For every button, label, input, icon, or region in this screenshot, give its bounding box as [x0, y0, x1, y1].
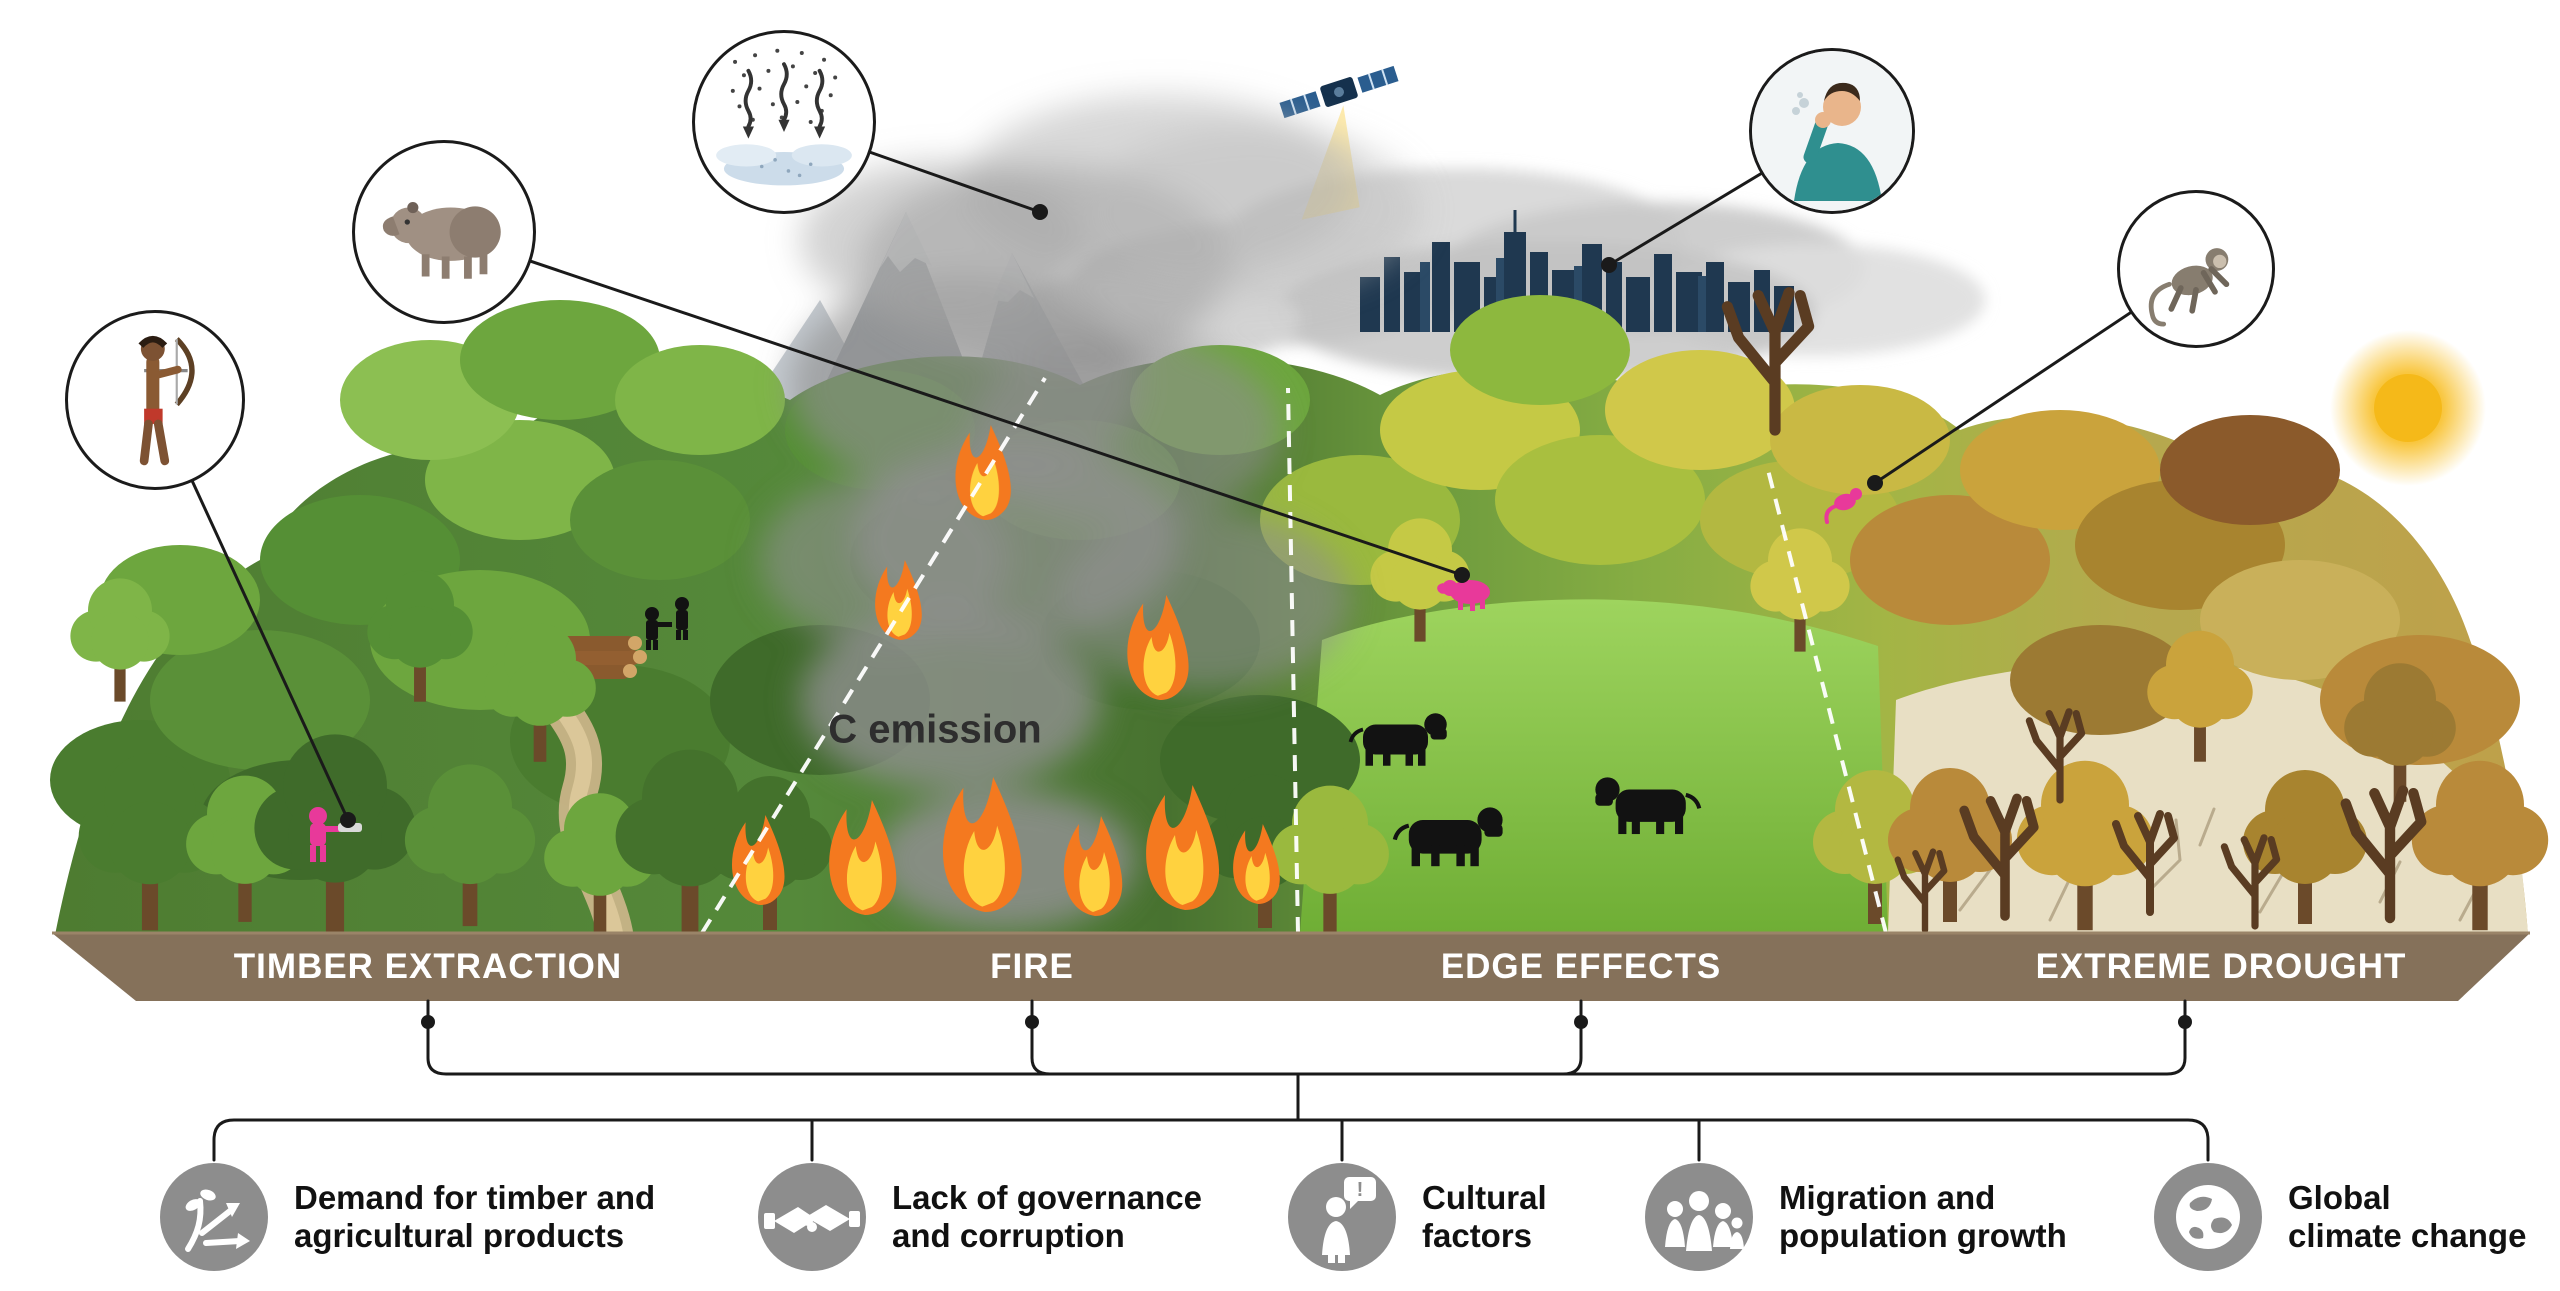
sun-icon — [2330, 330, 2486, 486]
driver-cultural-factors: ! Cultural factors — [1288, 1163, 1547, 1271]
timber-demand-icon — [160, 1163, 268, 1271]
coughing-person-icon — [1752, 51, 1912, 211]
section-label-edge-effects: EDGE EFFECTS — [1440, 947, 1722, 986]
driver-connectors — [212, 999, 2210, 1162]
tapir-icon — [382, 201, 501, 279]
callout-tapir — [352, 140, 536, 324]
callout-indigenous-hunter — [65, 310, 245, 490]
driver-label: Cultural factors — [1422, 1179, 1547, 1254]
governance-handshake-icon — [758, 1163, 866, 1271]
section-label-fire: FIRE — [990, 947, 1074, 986]
driver-governance: Lack of governance and corruption — [758, 1163, 1202, 1271]
driver-global-climate: Global climate change — [2154, 1163, 2526, 1271]
callout-human-health — [1749, 48, 1915, 214]
section-label-timber-extraction: TIMBER EXTRACTION — [233, 947, 623, 986]
rainfall-icon — [716, 48, 852, 186]
section-dividers — [700, 376, 1888, 935]
cultural-factors-icon: ! — [1288, 1163, 1396, 1271]
global-climate-icon — [2154, 1163, 2262, 1271]
driver-label: Demand for timber and agricultural produ… — [294, 1179, 656, 1254]
section-label-extreme-drought: EXTREME DROUGHT — [2035, 947, 2407, 986]
driver-label: Migration and population growth — [1779, 1179, 2067, 1254]
driver-timber-demand: Demand for timber and agricultural produ… — [160, 1163, 655, 1271]
tapir-marker — [1437, 580, 1490, 611]
callout-monkey — [2117, 190, 2275, 348]
driver-label: Global climate change — [2288, 1179, 2527, 1254]
driver-label: Lack of governance and corruption — [892, 1179, 1202, 1254]
driver-migration-population: Migration and population growth — [1645, 1163, 2067, 1271]
hunter-icon — [138, 335, 195, 466]
callout-reduced-rainfall — [692, 30, 876, 214]
loggers — [645, 597, 689, 650]
c-emission-label: C emission — [828, 707, 1042, 752]
monkey-icon — [2148, 248, 2230, 327]
section-banner — [52, 931, 2530, 1001]
migration-population-icon — [1645, 1163, 1753, 1271]
monkey-marker — [1824, 488, 1862, 524]
svg-text:!: ! — [1357, 1179, 1364, 1201]
